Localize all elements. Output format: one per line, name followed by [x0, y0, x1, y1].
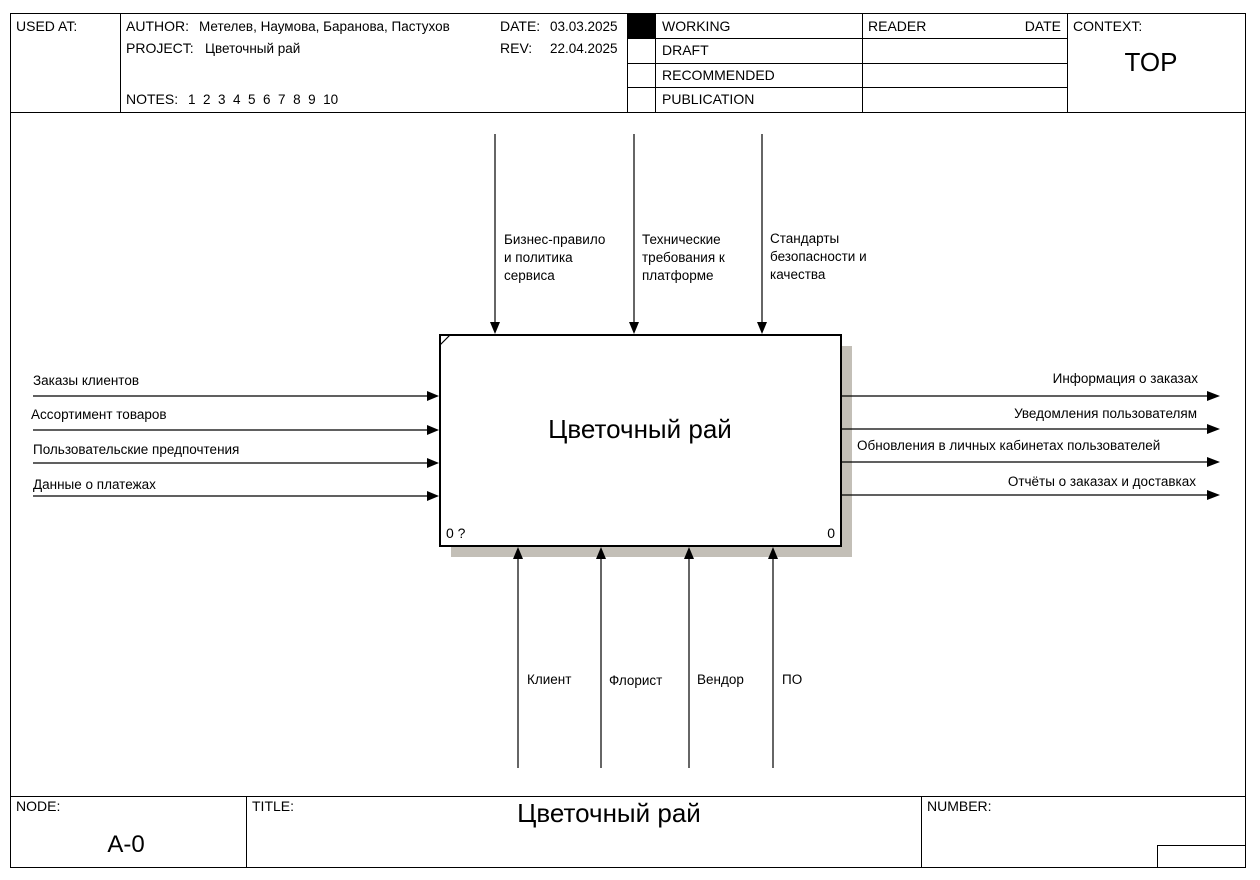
- output-arrow-account-updates[interactable]: Обновления в личных кабинетах пользовате…: [842, 438, 1220, 467]
- control-label-security-standards: Стандарты безопасности и качества: [770, 231, 870, 282]
- input-arrow-assortment[interactable]: Ассортимент товаров: [31, 407, 439, 435]
- notes-value: 1 2 3 4 5 6 7 8 9 10: [188, 92, 338, 107]
- footer-title-value: Цветочный рай: [517, 798, 701, 828]
- output-arrow-reports[interactable]: Отчёты о заказах и доставках: [842, 474, 1220, 500]
- reader-date-label: DATE: [1025, 18, 1061, 34]
- activity-box-corner-mark: [439, 334, 451, 346]
- control-label-business-rules: Бизнес-правило и политика сервиса: [504, 232, 609, 283]
- control-arrow-business-rules[interactable]: Бизнес-правило и политика сервиса: [490, 134, 609, 334]
- used-at-label: USED AT:: [16, 18, 77, 34]
- author-value: Метелев, Наумова, Баранова, Пастухов: [199, 19, 450, 34]
- status-publication: PUBLICATION: [662, 91, 754, 107]
- activity-box-cost: 0 ?: [446, 525, 466, 541]
- notes-label: NOTES:: [126, 91, 178, 107]
- mechanism-arrow-florist[interactable]: Флорист: [596, 547, 662, 768]
- output-arrow-user-notifications[interactable]: Уведомления пользователям: [842, 406, 1220, 434]
- mechanism-label-florist: Флорист: [609, 673, 662, 688]
- project-value: Цветочный рай: [205, 41, 300, 56]
- control-label-technical-requirements: Технические требования к платформе: [642, 232, 729, 283]
- mechanism-arrow-vendor[interactable]: Вендор: [684, 547, 744, 768]
- mechanism-arrow-software[interactable]: ПО: [768, 547, 802, 768]
- status-working: WORKING: [662, 18, 730, 34]
- input-label-payment-data: Данные о платежах: [33, 477, 156, 492]
- status-recommended: RECOMMENDED: [662, 67, 775, 83]
- project-label: PROJECT:: [126, 40, 194, 56]
- output-label-order-info: Информация о заказах: [1053, 371, 1199, 386]
- activity-box-number: 0: [827, 525, 835, 541]
- activity-box[interactable]: [439, 334, 842, 547]
- date-label: DATE:: [500, 18, 540, 34]
- rev-value: 22.04.2025: [550, 41, 618, 56]
- working-status-marker: [628, 14, 655, 38]
- rev-label: REV:: [500, 40, 532, 56]
- mechanism-label-vendor: Вендор: [697, 672, 744, 687]
- context-label: CONTEXT:: [1073, 18, 1142, 34]
- input-label-user-preferences: Пользовательские предпочтения: [33, 442, 239, 457]
- header-block: USED AT: AUTHOR: Метелев, Наумова, Баран…: [10, 13, 1246, 113]
- control-arrow-technical-requirements[interactable]: Технические требования к платформе: [629, 134, 729, 334]
- number-label: NUMBER:: [927, 798, 992, 814]
- input-arrow-client-orders[interactable]: Заказы клиентов: [33, 373, 439, 401]
- mechanism-label-software: ПО: [782, 672, 802, 687]
- input-arrow-user-preferences[interactable]: Пользовательские предпочтения: [33, 442, 439, 468]
- context-value: TOP: [1125, 47, 1178, 77]
- output-arrow-order-info[interactable]: Информация о заказах: [842, 371, 1220, 401]
- node-value: A-0: [107, 831, 144, 858]
- mechanism-label-client: Клиент: [527, 672, 571, 687]
- output-label-account-updates: Обновления в личных кабинетах пользовате…: [857, 438, 1160, 453]
- reader-label: READER: [868, 18, 926, 34]
- input-arrow-payment-data[interactable]: Данные о платежах: [33, 477, 439, 501]
- footer-block: NODE: A-0 TITLE: Цветочный рай NUMBER:: [10, 796, 1246, 867]
- output-label-user-notifications: Уведомления пользователям: [1014, 406, 1197, 421]
- date-value: 03.03.2025: [550, 19, 618, 34]
- activity-box-title: Цветочный рай: [548, 414, 732, 444]
- author-label: AUTHOR:: [126, 18, 189, 34]
- title-label: TITLE:: [252, 798, 294, 814]
- input-label-client-orders: Заказы клиентов: [33, 373, 139, 388]
- output-label-reports: Отчёты о заказах и доставках: [1008, 474, 1196, 489]
- status-draft: DRAFT: [662, 42, 709, 58]
- node-label: NODE:: [16, 798, 60, 814]
- mechanism-arrow-client[interactable]: Клиент: [513, 547, 571, 768]
- input-label-assortment: Ассортимент товаров: [31, 407, 167, 422]
- diagram-area: Цветочный рай 0 ? 0 Бизнес-правило и пол…: [31, 134, 1220, 768]
- control-arrow-security-standards[interactable]: Стандарты безопасности и качества: [757, 134, 870, 334]
